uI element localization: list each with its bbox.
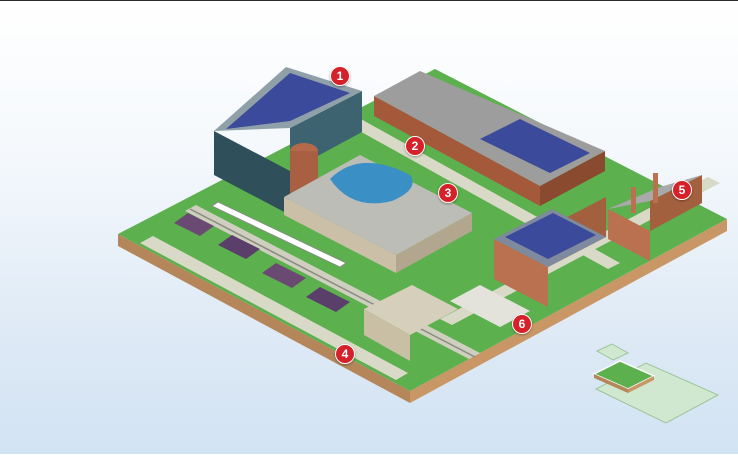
office-tower-solar-panels	[226, 73, 350, 129]
industrial-hall-right	[540, 151, 605, 206]
house-2	[218, 235, 260, 259]
industrial-hall-left	[374, 96, 540, 206]
industrial-hall-solar-panels	[480, 119, 590, 173]
commuter-train	[211, 201, 347, 268]
base-soil-right	[410, 219, 727, 403]
marker-label: 5	[678, 183, 686, 197]
marker-5[interactable]: 5	[672, 180, 692, 200]
brick-lab-solar-panels	[505, 213, 596, 259]
minimap-active-tile-edge-right	[628, 376, 654, 393]
house-1	[174, 213, 214, 236]
smokestack-right	[653, 173, 658, 203]
marker-3[interactable]: 3	[438, 183, 458, 203]
marker-label: 3	[444, 186, 452, 200]
garage-left	[284, 197, 396, 273]
marker-label: 6	[518, 317, 526, 331]
marker-2[interactable]: 2	[405, 136, 425, 156]
townhouse-front	[364, 309, 410, 361]
house-4	[306, 287, 350, 312]
marker-label: 4	[341, 347, 349, 361]
brick-lab-left	[494, 239, 548, 307]
rail-track	[189, 208, 476, 358]
reflecting-pool	[330, 162, 413, 204]
marker-4[interactable]: 4	[335, 344, 355, 364]
townhouse-block	[364, 285, 458, 335]
marker-label: 1	[336, 69, 344, 83]
minimap-back-tile	[595, 343, 630, 361]
marker-6[interactable]: 6	[512, 314, 532, 334]
power-plant-left	[608, 209, 650, 261]
substation-yard	[450, 285, 530, 327]
smokestack-left	[631, 187, 636, 213]
minimap-active-tile-edge	[594, 374, 628, 393]
house-3	[262, 263, 306, 288]
office-tower-left-face	[214, 131, 290, 215]
marker-1[interactable]: 1	[330, 66, 350, 86]
marker-label: 2	[411, 139, 419, 153]
garage-right	[396, 213, 472, 273]
